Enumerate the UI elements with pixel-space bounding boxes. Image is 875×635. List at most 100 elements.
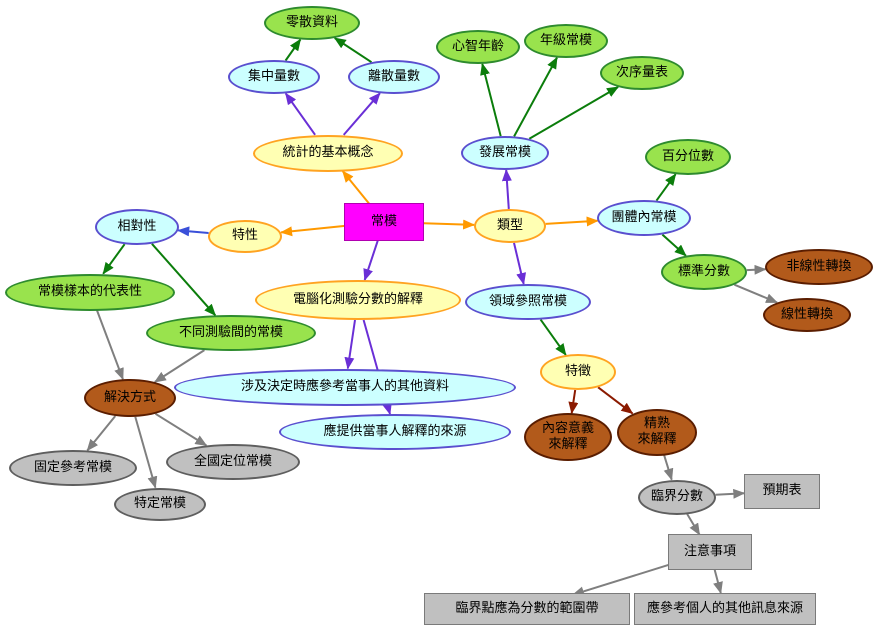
- node-grade-norms[interactable]: 年級常模: [524, 24, 608, 58]
- edge-cautions-to-cutoff-band: [572, 561, 677, 597]
- node-label: 統計的基本概念: [282, 145, 374, 161]
- node-cutoff-score[interactable]: 臨界分數: [638, 479, 716, 515]
- node-stats-basic[interactable]: 統計的基本概念: [253, 134, 403, 172]
- node-label: 精熟 來解釋: [637, 416, 677, 447]
- edge-solutions-to-fixed-ref: [86, 415, 117, 452]
- node-label: 應提供當事人解釋的來源: [323, 424, 467, 440]
- node-label: 特徵: [564, 364, 591, 380]
- node-linear[interactable]: 線性轉換: [763, 298, 851, 332]
- node-label: 臨界點應為分數的範圍帶: [455, 601, 599, 617]
- edge-relativity-to-sample-rep: [102, 243, 126, 275]
- node-label: 次序量表: [615, 65, 668, 81]
- edge-cross-test-to-solutions: [153, 349, 205, 383]
- node-solutions[interactable]: 解決方式: [84, 379, 176, 417]
- node-label: 非線性轉換: [786, 259, 852, 275]
- edge-standard-scores-to-linear: [734, 283, 779, 304]
- edge-computerized-to-consider-other: [344, 319, 356, 370]
- edge-cautions-to-other-sources: [713, 569, 723, 594]
- edge-dispersion-to-scattered-data: [333, 37, 373, 64]
- node-label: 內容意義 來解釋: [541, 421, 594, 452]
- node-label: 年級常模: [539, 33, 592, 49]
- edge-developmental-to-mental-age: [480, 62, 502, 137]
- node-fixed-ref[interactable]: 固定參考常模: [9, 450, 137, 486]
- node-cautions[interactable]: 注意事項: [668, 534, 752, 570]
- edge-domain-ref-to-features: [539, 319, 567, 356]
- node-mastery[interactable]: 精熟 來解釋: [617, 408, 697, 456]
- node-traits[interactable]: 特性: [208, 219, 282, 253]
- node-types[interactable]: 類型: [474, 209, 546, 243]
- node-standard-scores[interactable]: 標準分數: [661, 254, 747, 290]
- node-label: 電腦化測驗分數的解釋: [292, 292, 423, 308]
- node-central-tendency[interactable]: 集中量數: [228, 60, 320, 94]
- edge-mastery-to-cutoff-score: [663, 454, 674, 481]
- node-label: 線性轉換: [780, 307, 833, 323]
- edge-norm-to-computerized: [363, 240, 379, 281]
- node-nonlinear[interactable]: 非線性轉換: [765, 249, 873, 285]
- node-features[interactable]: 特徵: [540, 354, 616, 390]
- node-label: 發展常模: [478, 145, 531, 161]
- node-label: 領域參照常模: [488, 294, 567, 310]
- edge-stats-basic-to-central-tendency: [284, 92, 316, 136]
- node-label: 百分位數: [661, 149, 714, 165]
- node-content-meaning[interactable]: 內容意義 來解釋: [524, 413, 612, 461]
- edge-sample-rep-to-solutions: [96, 310, 124, 381]
- node-relativity[interactable]: 相對性: [95, 209, 179, 245]
- node-specific-norms[interactable]: 特定常模: [114, 487, 206, 521]
- node-percentiles[interactable]: 百分位數: [645, 139, 731, 175]
- edge-norm-to-types: [423, 219, 476, 230]
- node-ordinal-scale[interactable]: 次序量表: [600, 56, 684, 90]
- node-developmental[interactable]: 發展常模: [461, 136, 549, 170]
- node-scattered-data[interactable]: 零散資料: [264, 6, 360, 40]
- node-other-sources[interactable]: 應參考個人的其他訊息來源: [634, 593, 816, 625]
- node-national-anchor[interactable]: 全國定位常模: [166, 444, 300, 480]
- node-label: 相對性: [117, 219, 157, 235]
- edge-features-to-content-meaning: [568, 389, 579, 415]
- edge-types-to-domain-ref: [513, 242, 527, 285]
- edge-developmental-to-grade-norms: [513, 56, 558, 137]
- edge-features-to-mastery: [597, 386, 634, 415]
- node-label: 解決方式: [103, 390, 156, 406]
- node-dispersion[interactable]: 離散量數: [348, 60, 440, 94]
- edge-norm-to-stats-basic: [341, 170, 371, 205]
- edge-cutoff-score-to-expectancy-table: [715, 488, 746, 499]
- node-label: 涉及決定時應參考當事人的其他資料: [240, 379, 449, 395]
- edge-solutions-to-specific-norms: [134, 416, 158, 489]
- edge-types-to-developmental: [501, 169, 512, 210]
- node-within-group[interactable]: 團體內常模: [597, 200, 691, 236]
- node-label: 預期表: [762, 483, 802, 499]
- node-sample-rep[interactable]: 常模樣本的代表性: [5, 273, 175, 311]
- node-label: 類型: [496, 218, 523, 234]
- node-label: 常模: [370, 214, 397, 230]
- node-label: 臨界分數: [650, 489, 703, 505]
- node-domain-ref[interactable]: 領域參照常模: [465, 284, 591, 320]
- edge-solutions-to-national-anchor: [154, 412, 208, 447]
- node-expectancy-table[interactable]: 預期表: [744, 473, 820, 509]
- node-norm[interactable]: 常模: [344, 203, 424, 241]
- node-label: 標準分數: [677, 264, 730, 280]
- node-label: 不同測驗間的常模: [178, 325, 283, 341]
- node-cross-test[interactable]: 不同測驗間的常模: [146, 315, 316, 351]
- node-label: 心智年齡: [451, 39, 504, 55]
- node-label: 常模樣本的代表性: [37, 284, 142, 300]
- edge-within-group-to-percentiles: [655, 173, 677, 202]
- node-label: 特定常模: [133, 496, 186, 512]
- node-label: 零散資料: [285, 15, 338, 31]
- edge-types-to-within-group: [545, 216, 599, 227]
- edge-standard-scores-to-nonlinear: [746, 264, 767, 275]
- node-provide-sources[interactable]: 應提供當事人解釋的來源: [279, 414, 511, 450]
- node-computerized[interactable]: 電腦化測驗分數的解釋: [255, 280, 461, 320]
- node-label: 集中量數: [247, 69, 300, 85]
- edge-central-tendency-to-scattered-data: [284, 38, 302, 62]
- edge-norm-to-traits: [280, 224, 346, 237]
- node-label: 離散量數: [367, 69, 420, 85]
- node-label: 團體內常模: [611, 210, 677, 226]
- node-cutoff-band[interactable]: 臨界點應為分數的範圍帶: [424, 593, 630, 625]
- edge-cutoff-score-to-cautions: [686, 513, 701, 536]
- edge-within-group-to-standard-scores: [661, 233, 687, 257]
- edge-developmental-to-ordinal-scale: [528, 86, 619, 140]
- node-mental-age[interactable]: 心智年齡: [436, 30, 520, 64]
- node-consider-other[interactable]: 涉及決定時應參考當事人的其他資料: [174, 368, 516, 406]
- edge-stats-basic-to-dispersion: [342, 92, 381, 136]
